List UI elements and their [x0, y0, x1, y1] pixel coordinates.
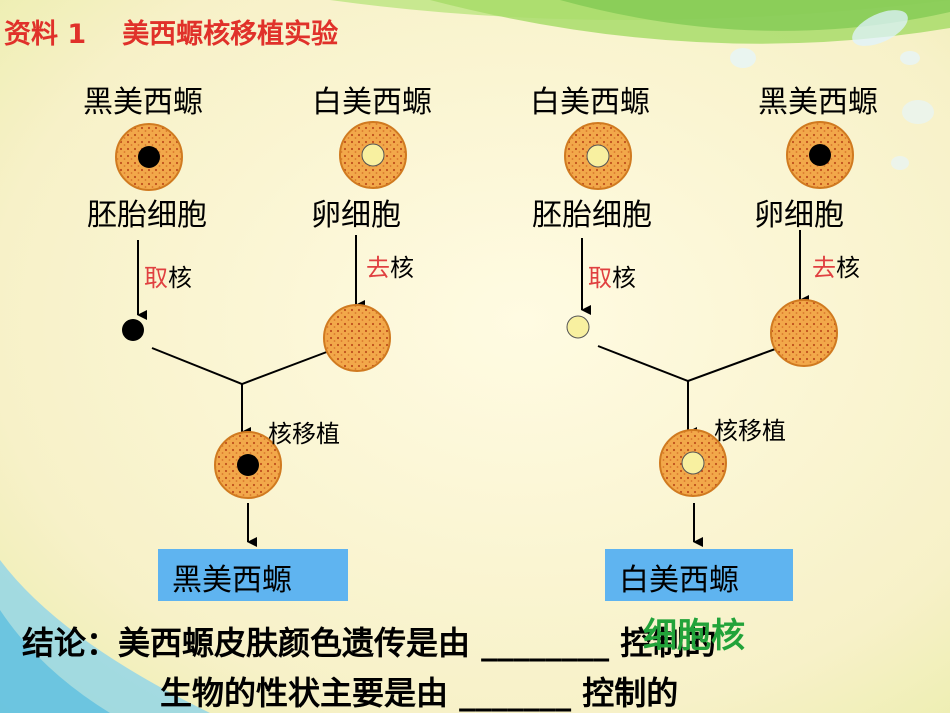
cell-label-2: 卵细胞 — [311, 198, 401, 233]
action-label-4: 去核 — [812, 254, 860, 282]
result-label-left: 黑美西螈 — [172, 563, 292, 598]
conclusion-prefix-2: 生物的性状主要是由 — [160, 674, 449, 712]
egg-cell-black — [786, 121, 854, 189]
title-text: 美西螈核移植实验 — [122, 19, 339, 50]
action-label-1: 取核 — [144, 264, 192, 292]
cell-label-1: 胚胎细胞 — [87, 198, 207, 233]
top-label-4: 黑美西螈 — [758, 85, 878, 120]
action-label-3: 取核 — [588, 264, 636, 292]
nucleus-white — [361, 143, 385, 167]
answer-1: 细胞核 — [643, 616, 745, 656]
result-box-left: 黑美西螈 — [158, 549, 348, 601]
answer-blank-1[interactable]: ________ — [481, 624, 610, 662]
transplanted-cell-white — [659, 429, 727, 497]
nucleus-black — [237, 454, 259, 476]
nucleus-white — [681, 451, 705, 475]
enucleated-egg-left — [323, 304, 391, 372]
cell-label-4: 卵细胞 — [754, 198, 844, 233]
embryo-cell-white — [564, 122, 632, 190]
transplanted-cell-black — [214, 431, 282, 499]
action-label-2: 去核 — [366, 254, 414, 282]
nucleus-black — [809, 144, 831, 166]
top-label-2: 白美西螈 — [312, 85, 432, 120]
title-label: 资料 1 — [4, 19, 87, 50]
cell-label-3: 胚胎细胞 — [532, 198, 652, 233]
embryo-cell-black — [115, 123, 183, 191]
extracted-nucleus-white — [566, 315, 590, 339]
enucleated-egg-right — [770, 299, 838, 367]
conclusion-line-1: 结论：美西螈皮肤颜色遗传是由 ________ 控制的 — [22, 618, 716, 664]
answer-blank-2[interactable]: _______ — [459, 674, 572, 712]
water-drop-icon — [730, 10, 934, 170]
slide-title: 资料 1 美西螈核移植实验 — [4, 12, 338, 51]
result-label-right: 白美西螈 — [619, 563, 739, 598]
transplant-label-left: 核移植 — [268, 420, 340, 448]
conclusion-suffix-1: 控制的 — [620, 624, 717, 662]
top-label-1: 黑美西螈 — [83, 85, 203, 120]
top-label-3: 白美西螈 — [530, 85, 650, 120]
conclusion-line-2: 生物的性状主要是由 _______ 控制的 — [160, 668, 678, 714]
conclusion-suffix-2: 控制的 — [582, 674, 679, 712]
nucleus-black — [138, 146, 160, 168]
extracted-nucleus-black — [122, 319, 144, 341]
nucleus-white — [586, 144, 610, 168]
transplant-label-right: 核移植 — [714, 417, 786, 445]
result-box-right: 白美西螈 — [605, 549, 793, 601]
egg-cell-white — [339, 121, 407, 189]
conclusion-prefix-1: 结论：美西螈皮肤颜色遗传是由 — [22, 624, 471, 662]
